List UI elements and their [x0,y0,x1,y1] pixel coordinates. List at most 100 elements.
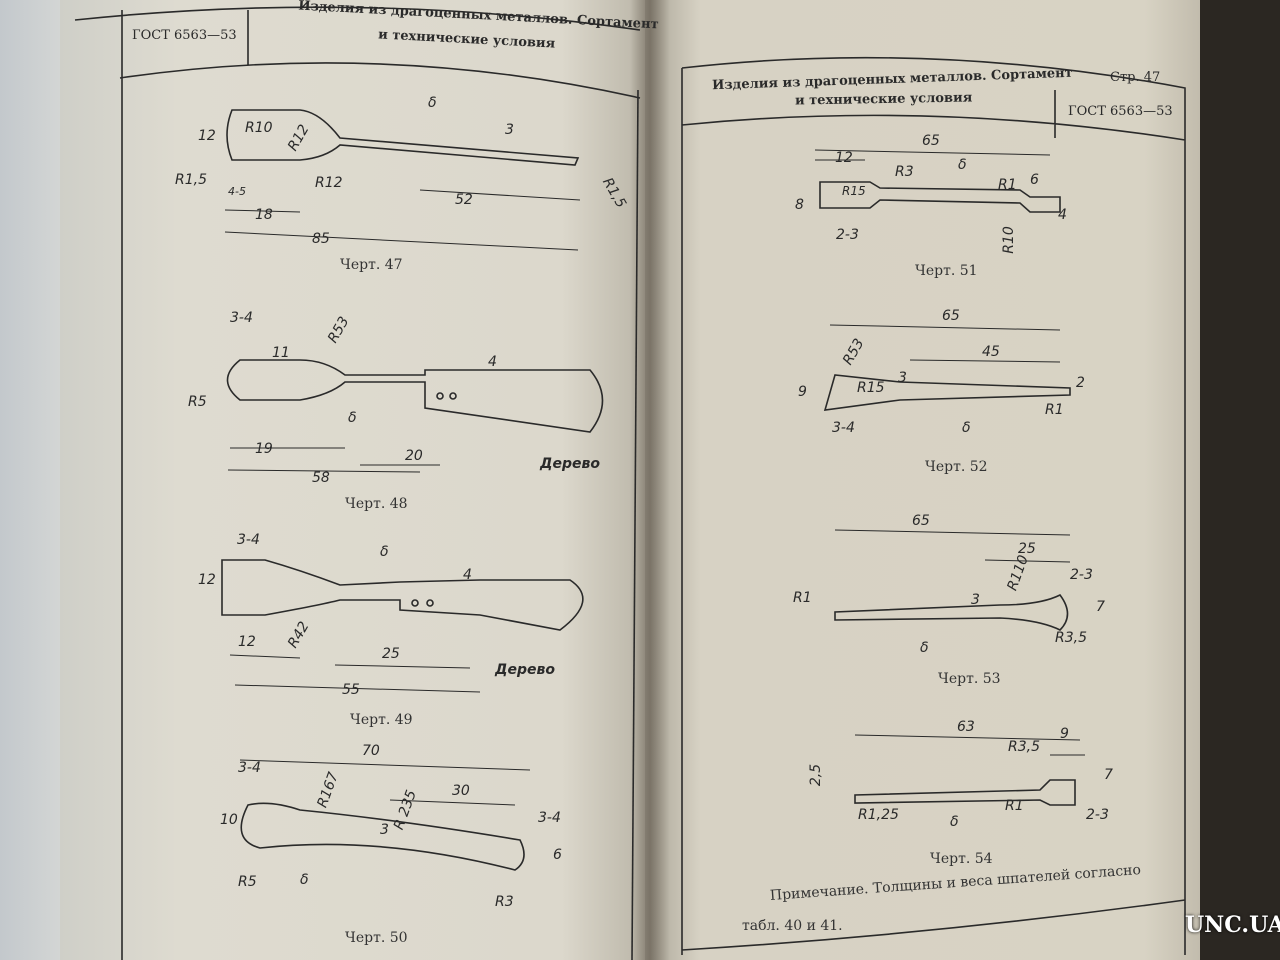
dim-label: R5 [188,394,207,410]
dim-label: R1 [1045,402,1064,418]
dim-label: 3-4 [238,760,261,776]
rivet [411,599,419,607]
dim-label: δ [428,95,437,111]
dim-label: 52 [455,192,473,208]
dim-label: δ [300,872,309,888]
spatula-51 [819,181,1061,213]
note-text-line2: табл. 40 и 41. [742,918,843,934]
dim-label: R3,5 [1055,630,1087,646]
left-page [60,0,650,960]
dim-label: R15 [842,184,866,198]
dim-label: 12 [238,634,256,650]
dim-label: 25 [382,646,400,662]
rivet [436,392,444,400]
drawing-caption: Черт. 50 [345,930,408,946]
dim-label: δ [920,640,929,656]
dim-label: 2,5 [808,763,825,787]
dim-label: 25 [1018,541,1036,557]
dim-label: 12 [835,150,853,166]
right-page [645,0,1200,960]
dim-label: 65 [922,133,940,149]
dim-label: R5 [238,874,257,890]
left-gost-number: ГОСТ 6563—53 [132,28,237,43]
dim-label: 65 [942,308,960,324]
dim-label: 3 [898,370,907,386]
dimension-lines-48 [227,447,440,473]
dim-label: R1,5 [175,172,207,188]
dim-label: 55 [342,682,360,698]
dim-label: 3-4 [538,810,561,826]
dim-label: δ [380,544,389,560]
dim-label: 2 [1076,375,1085,391]
dim-label: 4-5 [228,185,246,198]
dim-label: 11 [272,345,290,361]
dim-label: 6 [553,847,562,863]
dim-label: 2-3 [1086,807,1109,823]
page-number: Стр. 47 [1110,70,1161,85]
spatula-50 [240,802,525,871]
dim-label: 3-4 [832,420,855,436]
dim-label: 65 [912,513,930,529]
dim-label: δ [348,410,357,426]
dim-label: 7 [1104,767,1113,783]
dim-label: 2-3 [1070,567,1093,583]
dim-label: δ [958,157,967,173]
dim-label: 6 [1030,172,1039,188]
dim-label: 63 [957,719,975,735]
dimension-lines-49 [229,654,481,693]
dim-label: R15 [857,380,885,396]
dim-label: R3 [895,164,914,180]
drawing-caption: Черт. 48 [345,496,408,512]
dim-label: R3,5 [1008,739,1040,755]
spatula-54 [854,779,1076,806]
dim-label: R10 [245,120,273,136]
dim-label: 3-4 [230,310,253,326]
dim-label: δ [962,420,971,436]
dim-label: 3 [380,822,389,838]
left-frame [74,6,641,960]
dim-label: 4 [1058,207,1067,223]
dim-label: R12 [315,175,343,191]
dim-label: 10 [220,812,238,828]
dimension-lines-51 [814,149,1051,161]
spatula-48 [226,359,604,433]
dimension-lines-52 [829,324,1061,363]
drawing-caption: Черт. 52 [925,459,988,475]
dim-label: R3 [495,894,514,910]
dim-label: R1 [1005,798,1024,814]
dim-label: 12 [198,572,216,588]
dim-label: R10 [1000,226,1017,254]
dim-label: 3-4 [237,532,260,548]
dim-label: 18 [255,207,273,223]
right-frame [681,56,1186,955]
dim-label: R1 [998,177,1017,193]
dim-label: 3 [971,592,980,608]
dim-label: 45 [982,344,1000,360]
background-left [0,0,70,960]
drawing-caption: Черт. 49 [350,712,413,728]
dim-label: 8 [795,197,804,213]
dimension-lines-50 [239,759,531,806]
dim-label: 2-3 [836,227,859,243]
right-header-title-2: и технические условия [794,90,973,109]
dim-label: 7 [1096,599,1105,615]
dimension-lines-54 [854,734,1085,756]
dim-label: 19 [255,441,273,457]
dim-label: 30 [452,783,470,799]
dim-label: 4 [488,354,497,370]
book-gutter [630,0,670,960]
left-frame-right [631,89,639,960]
material-label: Дерево [495,662,555,678]
spatula-52 [823,374,1071,411]
dim-label: 12 [198,128,216,144]
drawing-caption: Черт. 53 [938,671,1001,687]
spatula-47 [226,109,580,166]
watermark-logo: UNC.UA [1185,912,1280,938]
rivet [449,392,457,400]
dim-label: δ [950,814,959,830]
dimension-lines-47 [224,189,581,251]
spatula-53 [834,593,1069,631]
dim-label: 3 [505,122,514,138]
dim-label: 9 [1060,726,1069,742]
